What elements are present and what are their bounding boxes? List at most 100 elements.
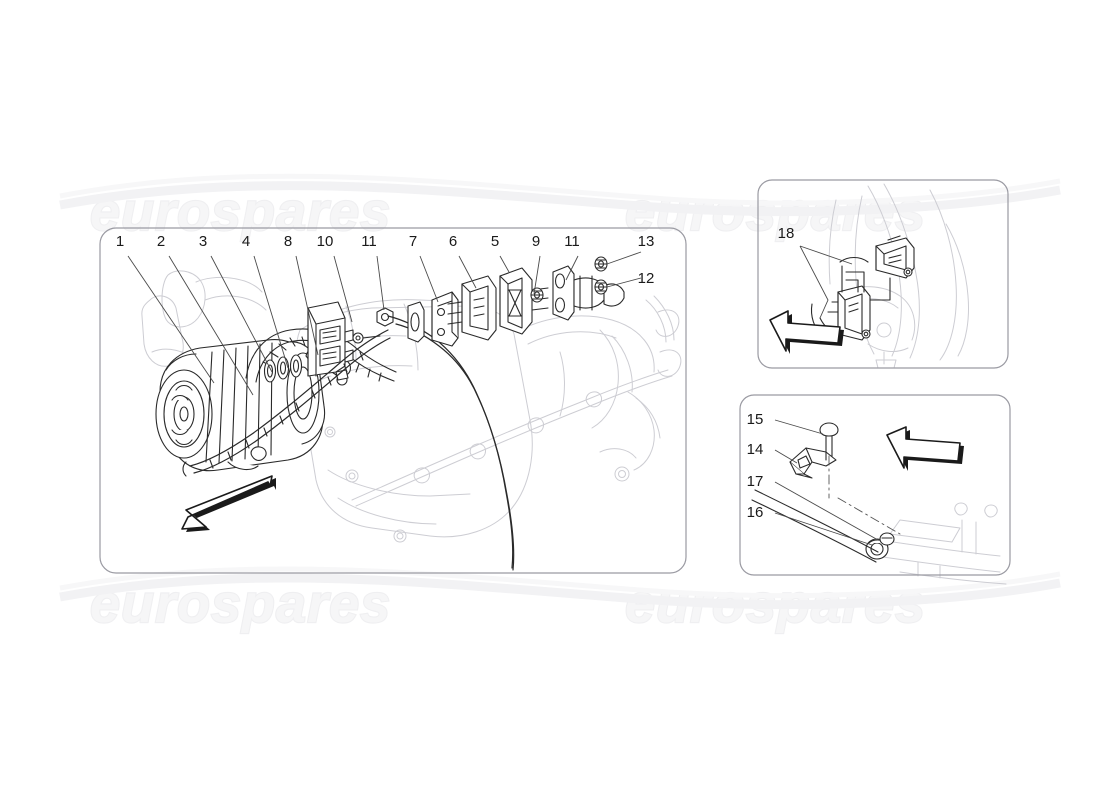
main-battery-cable bbox=[182, 315, 515, 571]
washer-3-inner bbox=[266, 364, 274, 378]
braid-4 bbox=[311, 389, 316, 399]
connector-5-bevel bbox=[499, 275, 509, 285]
alternator-fin-1 bbox=[205, 351, 213, 463]
leader-line-17-inset-bottom bbox=[774, 481, 879, 541]
ghost-plenum-top bbox=[519, 315, 655, 373]
relay-b-stud-bore bbox=[863, 331, 869, 337]
leader-line-14-inset-bottom bbox=[774, 449, 798, 464]
bracket-7-hole-2 bbox=[436, 327, 446, 337]
leader-line-5-main bbox=[499, 255, 510, 273]
washer-stack bbox=[263, 354, 303, 383]
ghost-boss-1-in bbox=[348, 472, 356, 480]
alternator-lug-1 bbox=[227, 461, 259, 471]
leader-line-18-branch bbox=[799, 245, 853, 319]
ghost-cover-base bbox=[327, 469, 471, 497]
shaft-assembly bbox=[751, 489, 879, 563]
ghost-inset-lip bbox=[867, 343, 909, 352]
clamp-11-eye-bot bbox=[554, 297, 566, 313]
ghost-rail-b3 bbox=[899, 571, 1007, 585]
harness-seg-1 bbox=[845, 271, 865, 293]
callout-number-11: 11 bbox=[564, 233, 580, 250]
rib-2 bbox=[269, 351, 279, 358]
ghost-edge-1 bbox=[195, 276, 263, 293]
leader-line-7-main bbox=[419, 255, 439, 303]
ghost-inset-sill2 bbox=[883, 183, 920, 359]
callout-number-1: 1 bbox=[116, 233, 124, 250]
relay-b-slot-1 bbox=[848, 302, 859, 307]
ghost-cover-rib2 bbox=[315, 365, 413, 383]
callout-number-2: 2 bbox=[157, 233, 165, 250]
main-arrow-shadow bbox=[186, 478, 276, 532]
leader-line-11-main bbox=[565, 255, 579, 281]
ghost-clip-3 bbox=[527, 417, 544, 434]
swoosh-top bbox=[59, 181, 1061, 217]
relay-a-stud-bore bbox=[905, 269, 911, 275]
clamp-11-eye-top bbox=[554, 273, 566, 289]
bracket-7 bbox=[407, 291, 459, 347]
terminal-6-pin-1 bbox=[473, 297, 485, 301]
shaft-edge-bottom bbox=[751, 499, 877, 563]
ghost-hose-curl1 bbox=[655, 309, 680, 337]
leader-line-9-main bbox=[533, 255, 541, 295]
relay-module-lower bbox=[837, 285, 871, 341]
relay-a-lip bbox=[887, 235, 901, 241]
rib-10 bbox=[355, 363, 360, 373]
leader-line-4-main bbox=[253, 255, 289, 369]
braid-10 bbox=[209, 459, 214, 469]
shaft-edge-top bbox=[754, 489, 879, 553]
inset-top-arrow-body bbox=[769, 310, 841, 352]
braid-9 bbox=[227, 451, 232, 461]
ghost-plenum-2 bbox=[527, 331, 617, 345]
callout-number-8: 8 bbox=[284, 233, 292, 250]
clamp-11-right bbox=[552, 265, 625, 321]
rib-4 bbox=[289, 337, 296, 347]
nut-13 bbox=[594, 256, 608, 272]
bracket-14-web bbox=[797, 455, 811, 469]
ghost-fitting-1-in bbox=[618, 470, 626, 478]
braid-6 bbox=[279, 415, 284, 425]
leader-line-1-main bbox=[127, 255, 215, 384]
inset-bottom-right-panel bbox=[739, 394, 1011, 576]
leader-line-13-main bbox=[606, 251, 642, 265]
callout-number-17: 17 bbox=[747, 473, 764, 490]
terminal-6-bevel bbox=[461, 283, 471, 293]
ghost-duct2 bbox=[635, 397, 661, 439]
ghost-edge-2 bbox=[204, 295, 267, 311]
inset-top-direction-arrow bbox=[769, 310, 844, 354]
terminal-6-face bbox=[469, 285, 489, 331]
alternator-rear-shaft bbox=[179, 406, 189, 422]
main-view-direction-arrow bbox=[181, 475, 276, 532]
ghost-clip-4 bbox=[585, 391, 602, 408]
callout-number-18: 18 bbox=[778, 225, 795, 242]
braid-2 bbox=[343, 363, 348, 373]
rib-11 bbox=[367, 368, 371, 378]
ghost-clip-2 bbox=[469, 443, 486, 460]
rib-3 bbox=[278, 343, 287, 351]
ghost-cover-base2 bbox=[337, 497, 437, 525]
nut-12 bbox=[594, 279, 608, 295]
callout-number-13: 13 bbox=[638, 233, 655, 250]
bracket-14-fold-1 bbox=[805, 447, 813, 463]
terminal-6-pin-3 bbox=[473, 313, 485, 317]
junction-contact-4 bbox=[322, 356, 337, 360]
ring-lower-inner bbox=[355, 335, 361, 341]
alternator-fin-2 bbox=[218, 349, 225, 464]
braid-8 bbox=[245, 439, 250, 449]
ghost-bracket-top bbox=[161, 270, 206, 328]
stud-ring-lower bbox=[352, 332, 381, 344]
ghost-plenum-seam bbox=[559, 351, 565, 417]
callout-number-10: 10 bbox=[317, 233, 334, 250]
main-arrow-body bbox=[181, 475, 273, 530]
ghost-rail-right bbox=[645, 299, 667, 343]
cable-return-outer bbox=[189, 329, 389, 467]
cable-edge-inner bbox=[395, 323, 515, 571]
braid-1 bbox=[359, 351, 364, 361]
eyelet-hole bbox=[410, 312, 420, 332]
washer-17 bbox=[879, 532, 895, 546]
alternator-slot-1 bbox=[175, 384, 193, 391]
relay-a-bevel bbox=[875, 245, 885, 255]
bolt-15 bbox=[819, 422, 839, 457]
leader-line-16-inset-bottom bbox=[774, 512, 873, 546]
bracket-7-hole-1 bbox=[436, 307, 446, 317]
